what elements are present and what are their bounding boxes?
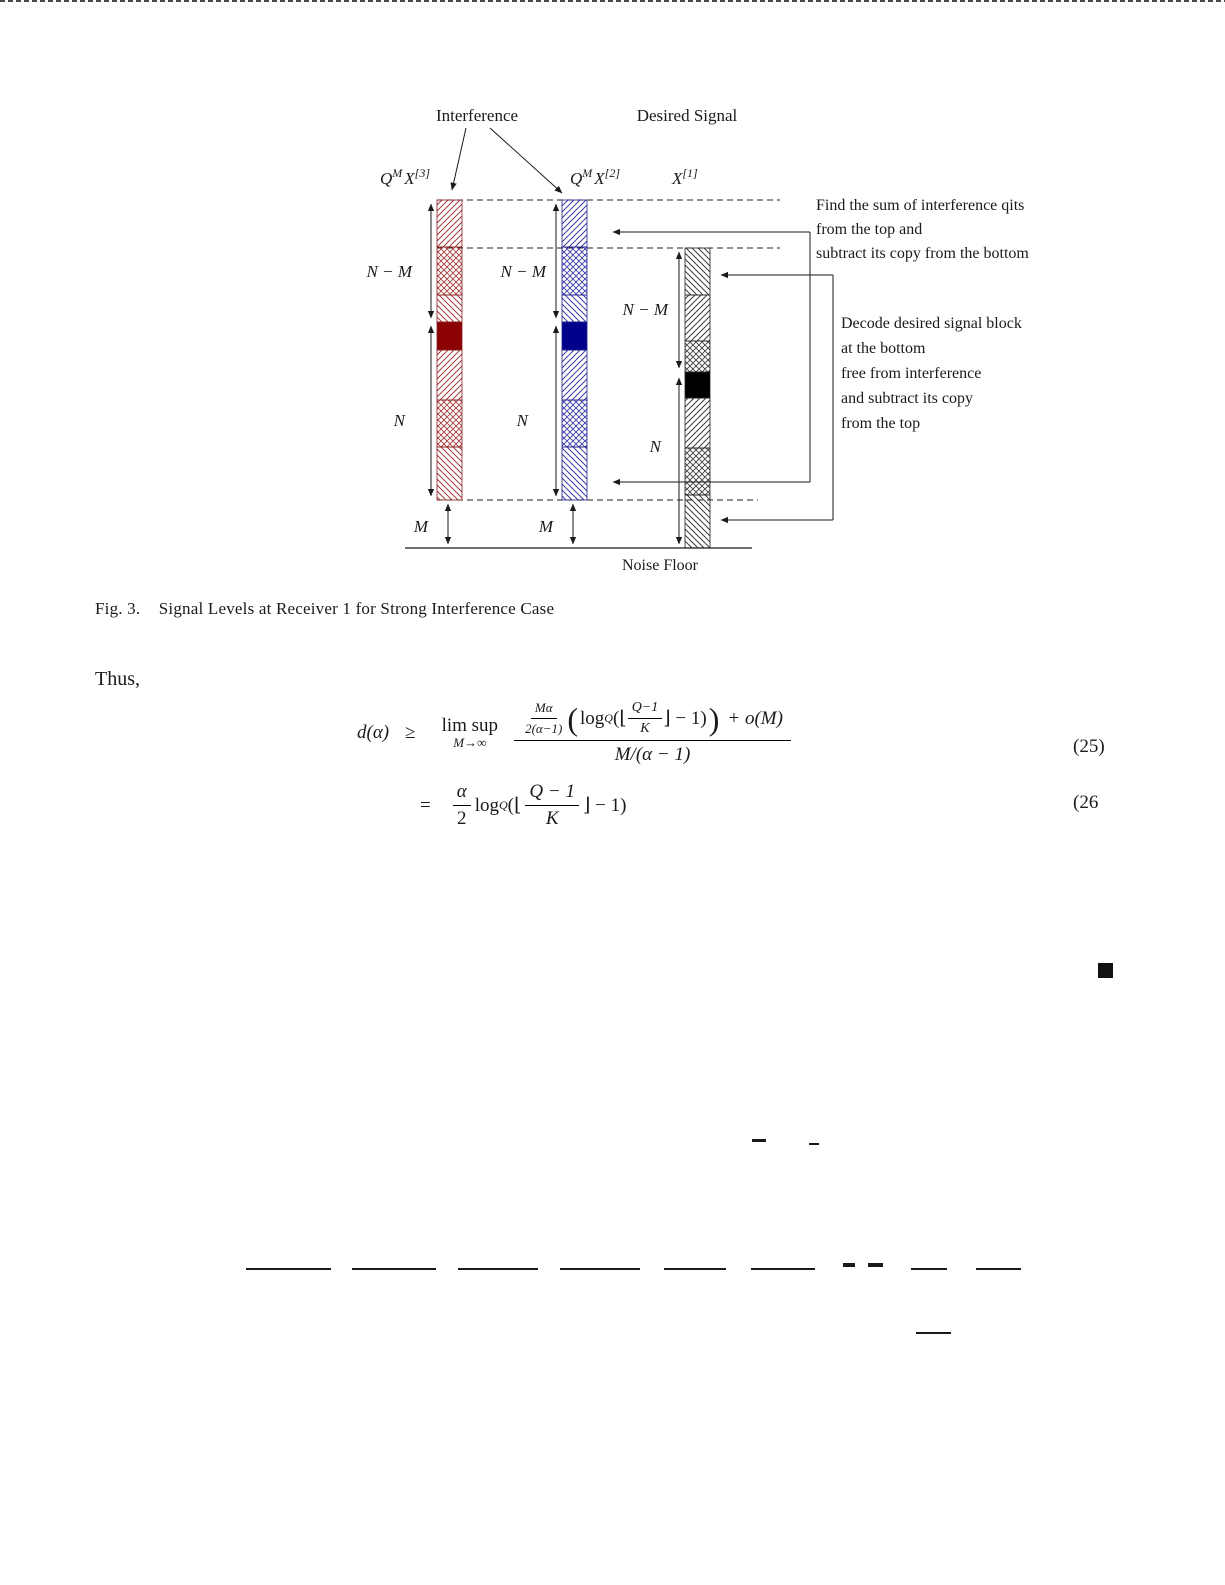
eq25-coef-num: Mα <box>530 700 557 719</box>
eq25-inner-num: Q−1 <box>627 700 663 719</box>
annotation-decode: Decode desired signal block at the botto… <box>841 315 1022 432</box>
caption-number: Fig. 3. <box>95 599 141 618</box>
dim-label-n-x1: N <box>649 437 663 456</box>
artifact-dash <box>868 1263 883 1267</box>
eq26-inner-den: K <box>545 808 559 829</box>
annotation-decode-line3: free from interference <box>841 365 981 382</box>
solid-block-x1 <box>684 371 711 399</box>
dim-label-nm-x3: N − M <box>366 262 413 281</box>
desired-signal-label: Desired Signal <box>637 106 738 125</box>
eq26-floor-close: ⌋ − 1) <box>582 795 627 816</box>
eq26-relation: = <box>420 794 431 816</box>
solid-block-x2 <box>561 321 588 351</box>
dim-label-nm-x1: N − M <box>622 300 669 319</box>
eq25-floor-open: (⌊ <box>612 708 627 729</box>
eq25-inner-fraction: Q−1 K <box>627 700 663 737</box>
eq25-limsup-text: lim sup <box>441 715 499 737</box>
qed-square <box>1098 963 1113 978</box>
figure-3-diagram: Interference Desired Signal QMX[3] QMX[2… <box>366 106 1030 574</box>
artifact-line <box>911 1268 947 1270</box>
annotation-find-sum: Find the sum of interference qits from t… <box>816 197 1029 262</box>
eq25-inner-den: K <box>640 721 650 736</box>
artifact-line <box>976 1268 1021 1270</box>
eq26-log: log <box>474 794 499 816</box>
eq25-relation: ≥ <box>405 722 416 743</box>
annotation-decode-line4: and subtract its copy <box>841 390 973 407</box>
dim-label-m-x3: M <box>413 517 429 536</box>
annotation-decode-line5: from the top <box>841 415 920 432</box>
eq26-floor-open: (⌊ <box>507 795 522 816</box>
desired-signal-bar-x1 <box>684 247 711 549</box>
eq25-log: log <box>579 707 605 729</box>
dim-label-n-x2: N <box>516 411 530 430</box>
artifact-dash <box>752 1139 766 1142</box>
annotation-connectors <box>612 228 834 524</box>
artifact-line <box>664 1268 726 1270</box>
eq26-coef-den: 2 <box>456 808 467 829</box>
eq26-log-base: Q <box>498 798 508 812</box>
artifact-line <box>560 1268 640 1270</box>
artifact-dash <box>843 1263 855 1267</box>
interference-label: Interference <box>436 106 518 125</box>
figure-caption: Fig. 3. Signal Levels at Receiver 1 for … <box>95 599 554 619</box>
eq25-log-base: Q <box>604 711 613 725</box>
artifact-line <box>916 1332 951 1334</box>
annotation-decode-line2: at the bottom <box>841 340 926 357</box>
artifact-line <box>751 1268 815 1270</box>
eq25-tail: + o(M) <box>727 707 783 729</box>
interference-bar-x3 <box>436 199 463 501</box>
interference-bar-x2 <box>561 199 588 501</box>
eq25-coefficient-fraction: Mα 2(α−1) <box>525 700 562 737</box>
dim-label-n-x3: N <box>393 411 407 430</box>
artifact-line <box>352 1268 436 1270</box>
eq26-coef-num: α <box>452 781 471 806</box>
artifact-dash <box>809 1143 819 1145</box>
artifact-line <box>246 1268 331 1270</box>
eq25-limsup-subscript: M→∞ <box>453 735 487 751</box>
eq26-coefficient-fraction: α 2 <box>452 781 471 830</box>
bottom-dotted-rule <box>0 0 1225 2</box>
eq25-big-paren-left: ( <box>567 700 578 737</box>
dim-label-nm-x2: N − M <box>500 262 547 281</box>
eq-number-26: (26 <box>1073 792 1099 813</box>
solid-block-x3 <box>436 321 463 351</box>
eq25-lhs: d(α) <box>357 722 390 743</box>
eq-number-25: (25) <box>1073 736 1105 757</box>
eq26-inner-fraction: Q − 1 K <box>525 781 579 830</box>
pointer-arrow-right <box>489 127 563 194</box>
body-text-thus: Thus, <box>95 668 140 690</box>
annotation-decode-line1: Decode desired signal block <box>841 315 1022 332</box>
eq25-coef-den: 2(α−1) <box>525 721 563 736</box>
interference-pointer-arrows <box>450 127 563 194</box>
annotation-find-sum-line2: from the top and <box>816 221 922 238</box>
annotation-find-sum-line1: Find the sum of interference qits <box>816 197 1024 214</box>
annotation-find-sum-line3: subtract its copy from the bottom <box>816 245 1029 262</box>
dimension-arrows <box>427 203 683 545</box>
alignment-dashed-lines <box>437 199 780 501</box>
column-label-x1: X[1] <box>671 166 698 188</box>
caption-text: Signal Levels at Receiver 1 for Strong I… <box>158 599 555 618</box>
artifact-line <box>458 1268 538 1270</box>
dim-label-m-x2: M <box>538 517 554 536</box>
pointer-arrow-left <box>450 127 467 191</box>
eq25-floor-close: ⌋ − 1) <box>663 708 707 729</box>
eq26-inner-num: Q − 1 <box>525 781 579 806</box>
noise-floor-label: Noise Floor <box>622 557 699 574</box>
eq25-denominator: M/(α − 1) <box>614 744 691 765</box>
eq25-limsup: lim sup M→∞ <box>442 716 498 750</box>
eq25-big-paren-right: ) <box>708 700 720 737</box>
